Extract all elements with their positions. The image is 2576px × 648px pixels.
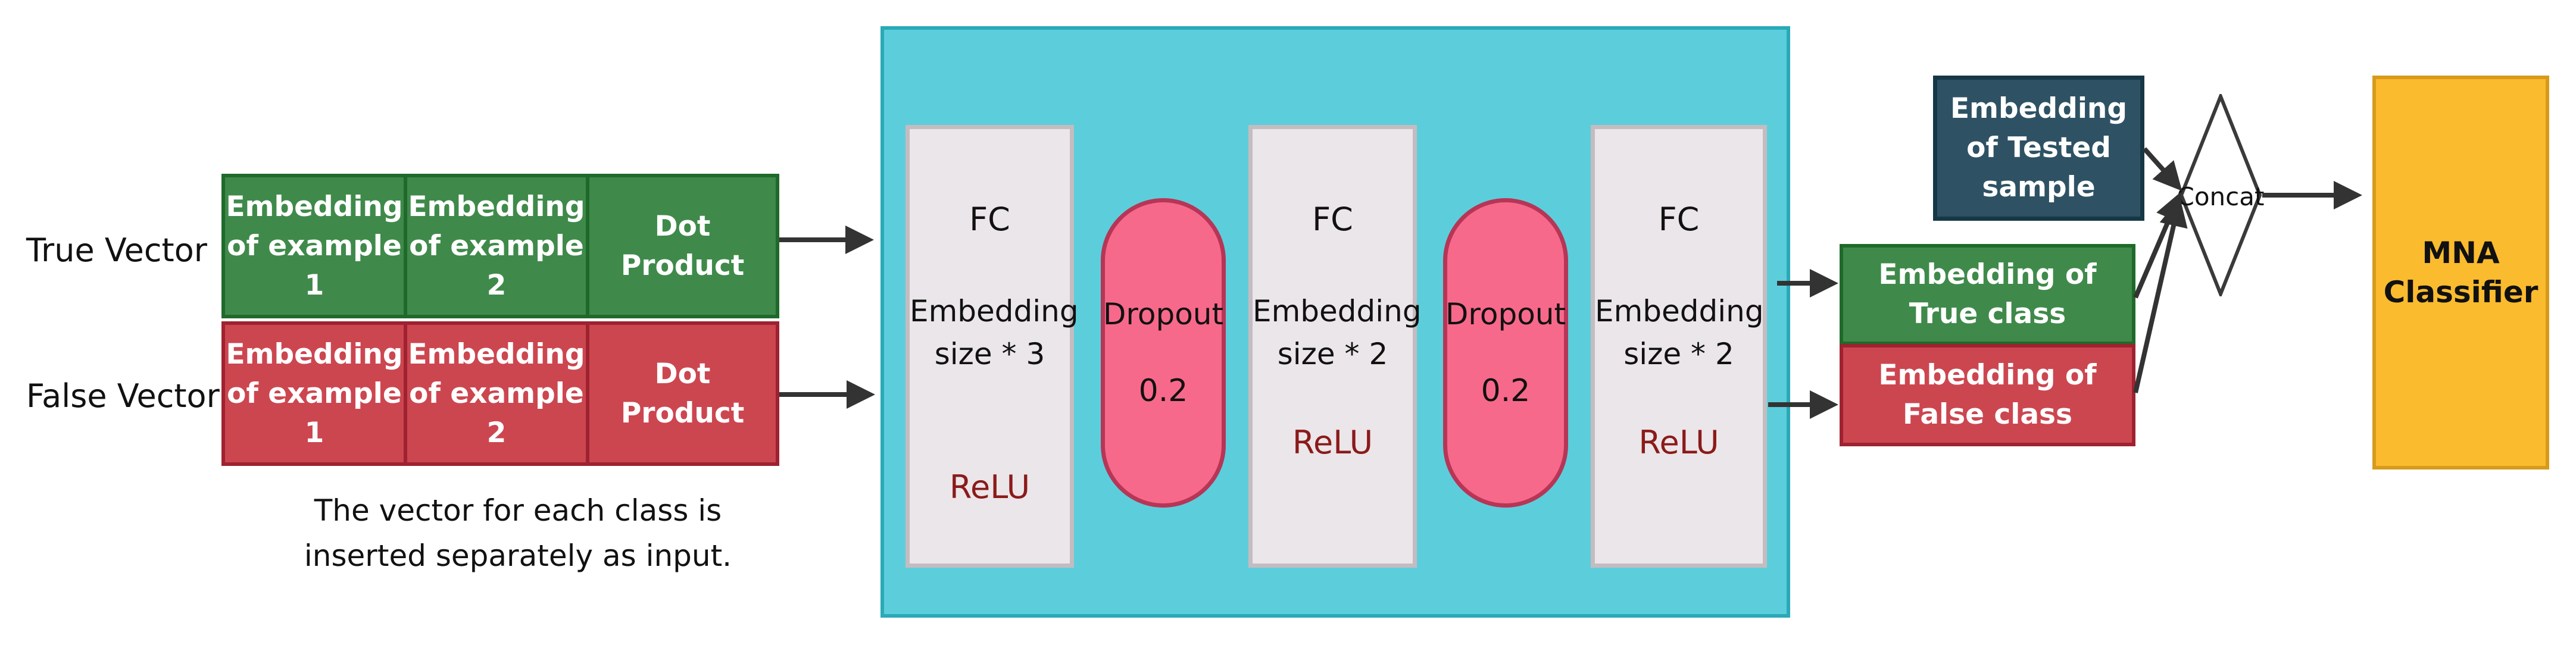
- dropout-layer-1: Dropout 0.2: [1101, 198, 1226, 508]
- fc-layer-3-size: Embedding size * 2: [1595, 294, 1764, 371]
- true-embedding-example-1: Embedding of example 1: [225, 177, 404, 315]
- tested-sample-embedding: Embedding of Tested sample: [1933, 76, 2144, 221]
- false-vector-label: False Vector: [26, 377, 220, 415]
- dropout-layer-2-value: 0.2: [1481, 373, 1531, 409]
- false-embedding-example-2: Embedding of example 2: [407, 325, 586, 462]
- true-class-embedding: Embedding of True class: [1840, 244, 2135, 345]
- dropout-layer-2-label: Dropout: [1445, 297, 1566, 331]
- false-embedding-example-1: Embedding of example 1: [225, 325, 404, 462]
- concat-node: [2179, 94, 2262, 296]
- fc-layer-3-title: FC: [1658, 201, 1700, 238]
- true-embedding-example-2: Embedding of example 2: [407, 177, 586, 315]
- fc-layer-1-size: Embedding size * 3: [910, 294, 1079, 371]
- fc-layer-1: FC Embedding size * 3 ReLU: [905, 125, 1079, 568]
- true-vector-label: True Vector: [26, 231, 207, 269]
- fc-layer-2-title: FC: [1312, 201, 1353, 238]
- false-dot-product: Dot Product: [589, 325, 776, 462]
- dropout-layer-2: Dropout 0.2: [1443, 198, 1568, 508]
- concat-label: Concat: [2177, 181, 2265, 211]
- arrow-false-class-to-concat: [2133, 198, 2188, 393]
- fc-layer-3-activation: ReLU: [1638, 424, 1719, 461]
- fc-layer-1-activation: ReLU: [949, 468, 1031, 506]
- true-dot-product: Dot Product: [589, 177, 776, 315]
- fc-layer-2-size: Embedding size * 2: [1253, 294, 1422, 371]
- false-class-embedding: Embedding of False class: [1840, 344, 2135, 446]
- fc-layer-1-title: FC: [969, 201, 1010, 238]
- fc-layer-2: FC Embedding size * 2 ReLU: [1248, 125, 1422, 568]
- mna-classifier: MNA Classifier: [2372, 76, 2549, 469]
- dropout-layer-1-label: Dropout: [1103, 297, 1224, 331]
- fc-layer-3: FC Embedding size * 2 ReLU: [1591, 125, 1767, 568]
- input-caption: The vector for each class is inserted se…: [304, 493, 732, 573]
- arrow-tested-to-concat: [2143, 147, 2182, 191]
- fc-layer-2-activation: ReLU: [1292, 424, 1373, 461]
- dropout-layer-1-value: 0.2: [1138, 373, 1188, 409]
